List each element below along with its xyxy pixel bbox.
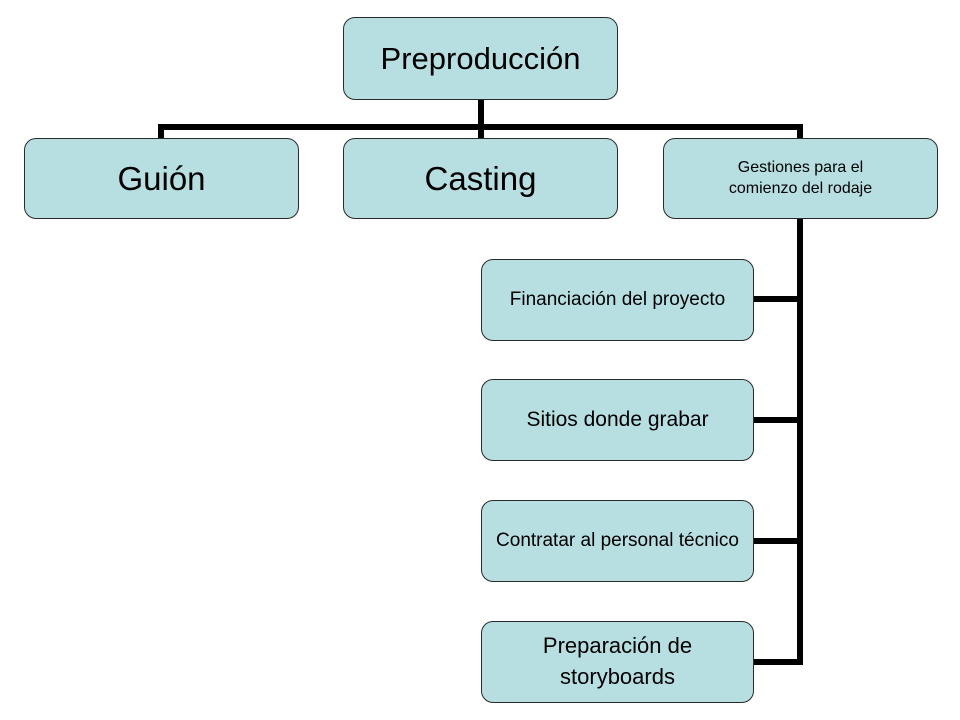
node-financiacion-label: Financiación del proyecto (509, 289, 726, 311)
node-gestiones-label: Gestiones para el comienzo del rodaje (728, 158, 873, 197)
node-storyboards-label: Preparación de storyboards (542, 633, 693, 689)
root-node-preproduccion: Preproducción (343, 17, 618, 100)
root-node-label: Preproducción (380, 40, 581, 76)
node-sitios: Sitios donde grabar (481, 379, 754, 461)
node-casting: Casting (343, 138, 618, 219)
node-gestiones: Gestiones para el comienzo del rodaje (663, 138, 938, 219)
node-financiacion: Financiación del proyecto (481, 259, 754, 341)
node-storyboards: Preparación de storyboards (481, 621, 754, 703)
node-contratar-label: Contratar al personal técnico (496, 530, 739, 552)
node-guion: Guión (24, 138, 299, 219)
node-guion-label: Guión (117, 159, 206, 197)
node-sitios-label: Sitios donde grabar (526, 407, 709, 431)
node-casting-label: Casting (424, 159, 537, 197)
node-contratar: Contratar al personal técnico (481, 500, 754, 582)
